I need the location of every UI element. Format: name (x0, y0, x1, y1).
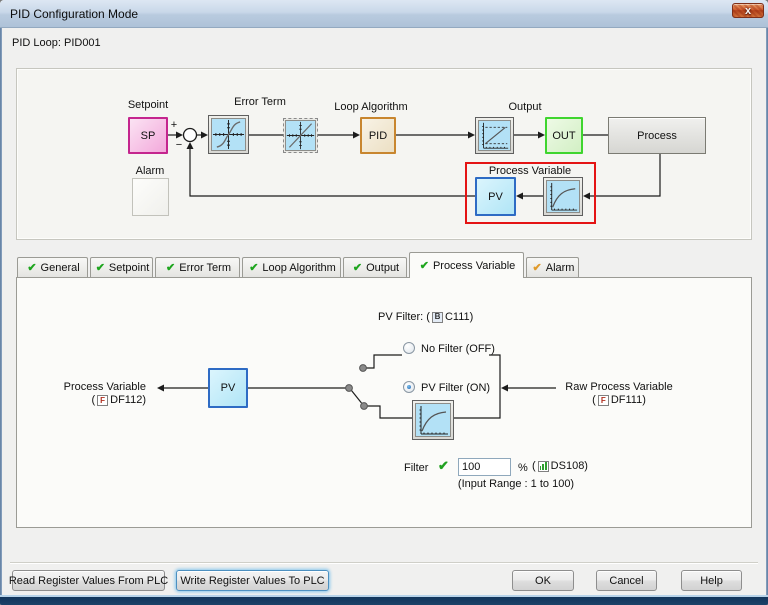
pv-filter-caption: PV Filter: ( B C111) (378, 311, 473, 323)
window-title: PID Configuration Mode (10, 7, 139, 21)
word-register-bars-icon (537, 460, 549, 472)
help-button[interactable]: Help (681, 570, 742, 591)
no-filter-radio-label[interactable]: No Filter (OFF) (421, 343, 495, 355)
window-right-edge (766, 28, 768, 605)
error-squash-graph-block[interactable] (208, 115, 249, 154)
tab-process-variable[interactable]: ✔ Process Variable (409, 252, 524, 278)
tab-general[interactable]: ✔ General (17, 257, 88, 277)
raw-process-variable-register: DF111) (610, 394, 646, 406)
error-scale-graph-block[interactable] (283, 118, 318, 153)
pv-filter-radio-label[interactable]: PV Filter (ON) (421, 382, 491, 394)
tab-label: Process Variable (432, 259, 516, 272)
pv-filter-graph-block[interactable] (543, 177, 583, 216)
pv-filter-register: C111) (444, 311, 474, 323)
raw-process-variable-text: Raw Process Variable ( F DF111) (552, 381, 686, 407)
tab-error-term[interactable]: ✔ Error Term (155, 257, 240, 277)
check-icon: ✔ (249, 262, 259, 274)
alarm-label: Alarm (135, 165, 165, 177)
process-block[interactable]: Process (608, 117, 706, 154)
read-registers-button[interactable]: Read Register Values From PLC (9, 570, 168, 591)
bit-register-icon: B (431, 311, 443, 323)
pid-loop-label: PID Loop: PID001 (12, 37, 101, 49)
input-range-note: (Input Range : 1 to 100) (457, 478, 575, 490)
title-bar: PID Configuration Mode x (0, 0, 768, 28)
filter-register-text: ( DS108) (532, 460, 588, 472)
tab-label: Setpoint (108, 261, 150, 274)
raw-process-variable-line: Raw Process Variable (565, 381, 673, 393)
error-term-label: Error Term (234, 96, 286, 108)
out-block[interactable]: OUT (545, 117, 583, 154)
filter-value-input[interactable] (458, 458, 511, 476)
tab-label: Loop Algorithm (262, 261, 336, 274)
tab-loop-algorithm[interactable]: ✔ Loop Algorithm (242, 257, 341, 277)
filter-register: DS108) (550, 460, 588, 472)
pv-block[interactable]: PV (475, 177, 516, 216)
check-icon: ✔ (95, 262, 105, 274)
tab-output[interactable]: ✔ Output (343, 257, 407, 277)
window-bottom-edge (0, 595, 768, 605)
close-icon: x (744, 4, 752, 17)
loop-algorithm-label: Loop Algorithm (334, 101, 408, 113)
footer-divider (10, 562, 758, 564)
valid-check-icon: ✔ (438, 458, 449, 473)
check-icon: ✔ (166, 262, 176, 274)
pv-tab-filter-graph-block (412, 400, 454, 440)
write-registers-button[interactable]: Write Register Values To PLC (176, 570, 329, 591)
filter-label: Filter (404, 462, 429, 474)
process-variable-output-text: Process Variable ( F DF112) (18, 381, 146, 407)
ok-button[interactable]: OK (512, 570, 574, 591)
check-icon: ✔ (27, 262, 37, 274)
process-variable-label: Process Variable (488, 165, 572, 177)
tab-label: Output (366, 261, 400, 274)
tab-setpoint[interactable]: ✔ Setpoint (90, 257, 153, 277)
paren: ( (532, 460, 536, 472)
alarm-block[interactable] (132, 178, 169, 216)
paren: ( (91, 394, 96, 406)
close-button[interactable]: x (732, 3, 764, 18)
output-limits-graph-block[interactable] (475, 117, 514, 154)
setpoint-block[interactable]: SP (128, 117, 168, 154)
pid-block[interactable]: PID (360, 117, 396, 154)
tab-label: Error Term (179, 261, 231, 274)
percent-label: % (518, 462, 528, 474)
pv-tab-pv-block: PV (208, 368, 248, 408)
setpoint-label: Setpoint (127, 99, 169, 111)
process-variable-tab-panel (16, 277, 752, 528)
real-register-icon: F (597, 395, 609, 406)
check-icon: ✔ (352, 262, 363, 274)
tab-alarm[interactable]: ✔ Alarm (526, 257, 579, 277)
pv-filter-caption-text: PV Filter: ( (378, 311, 430, 323)
block-diagram-groupbox (16, 68, 752, 240)
sum-plus-sign: + (170, 119, 178, 131)
process-variable-output-line: Process Variable (63, 381, 146, 393)
process-variable-register: DF112) (110, 394, 146, 406)
real-register-icon: F (97, 395, 109, 406)
tab-label: General (40, 261, 80, 274)
tab-label: Alarm (545, 261, 575, 274)
cancel-button[interactable]: Cancel (596, 570, 657, 591)
paren: ( (592, 394, 596, 406)
sum-minus-sign: − (175, 139, 183, 151)
no-filter-radio[interactable] (403, 342, 415, 354)
output-label: Output (508, 101, 542, 113)
pv-filter-radio[interactable] (403, 381, 415, 393)
check-icon: ✔ (532, 262, 542, 274)
check-icon: ✔ (419, 260, 429, 272)
window-left-edge (0, 28, 2, 605)
